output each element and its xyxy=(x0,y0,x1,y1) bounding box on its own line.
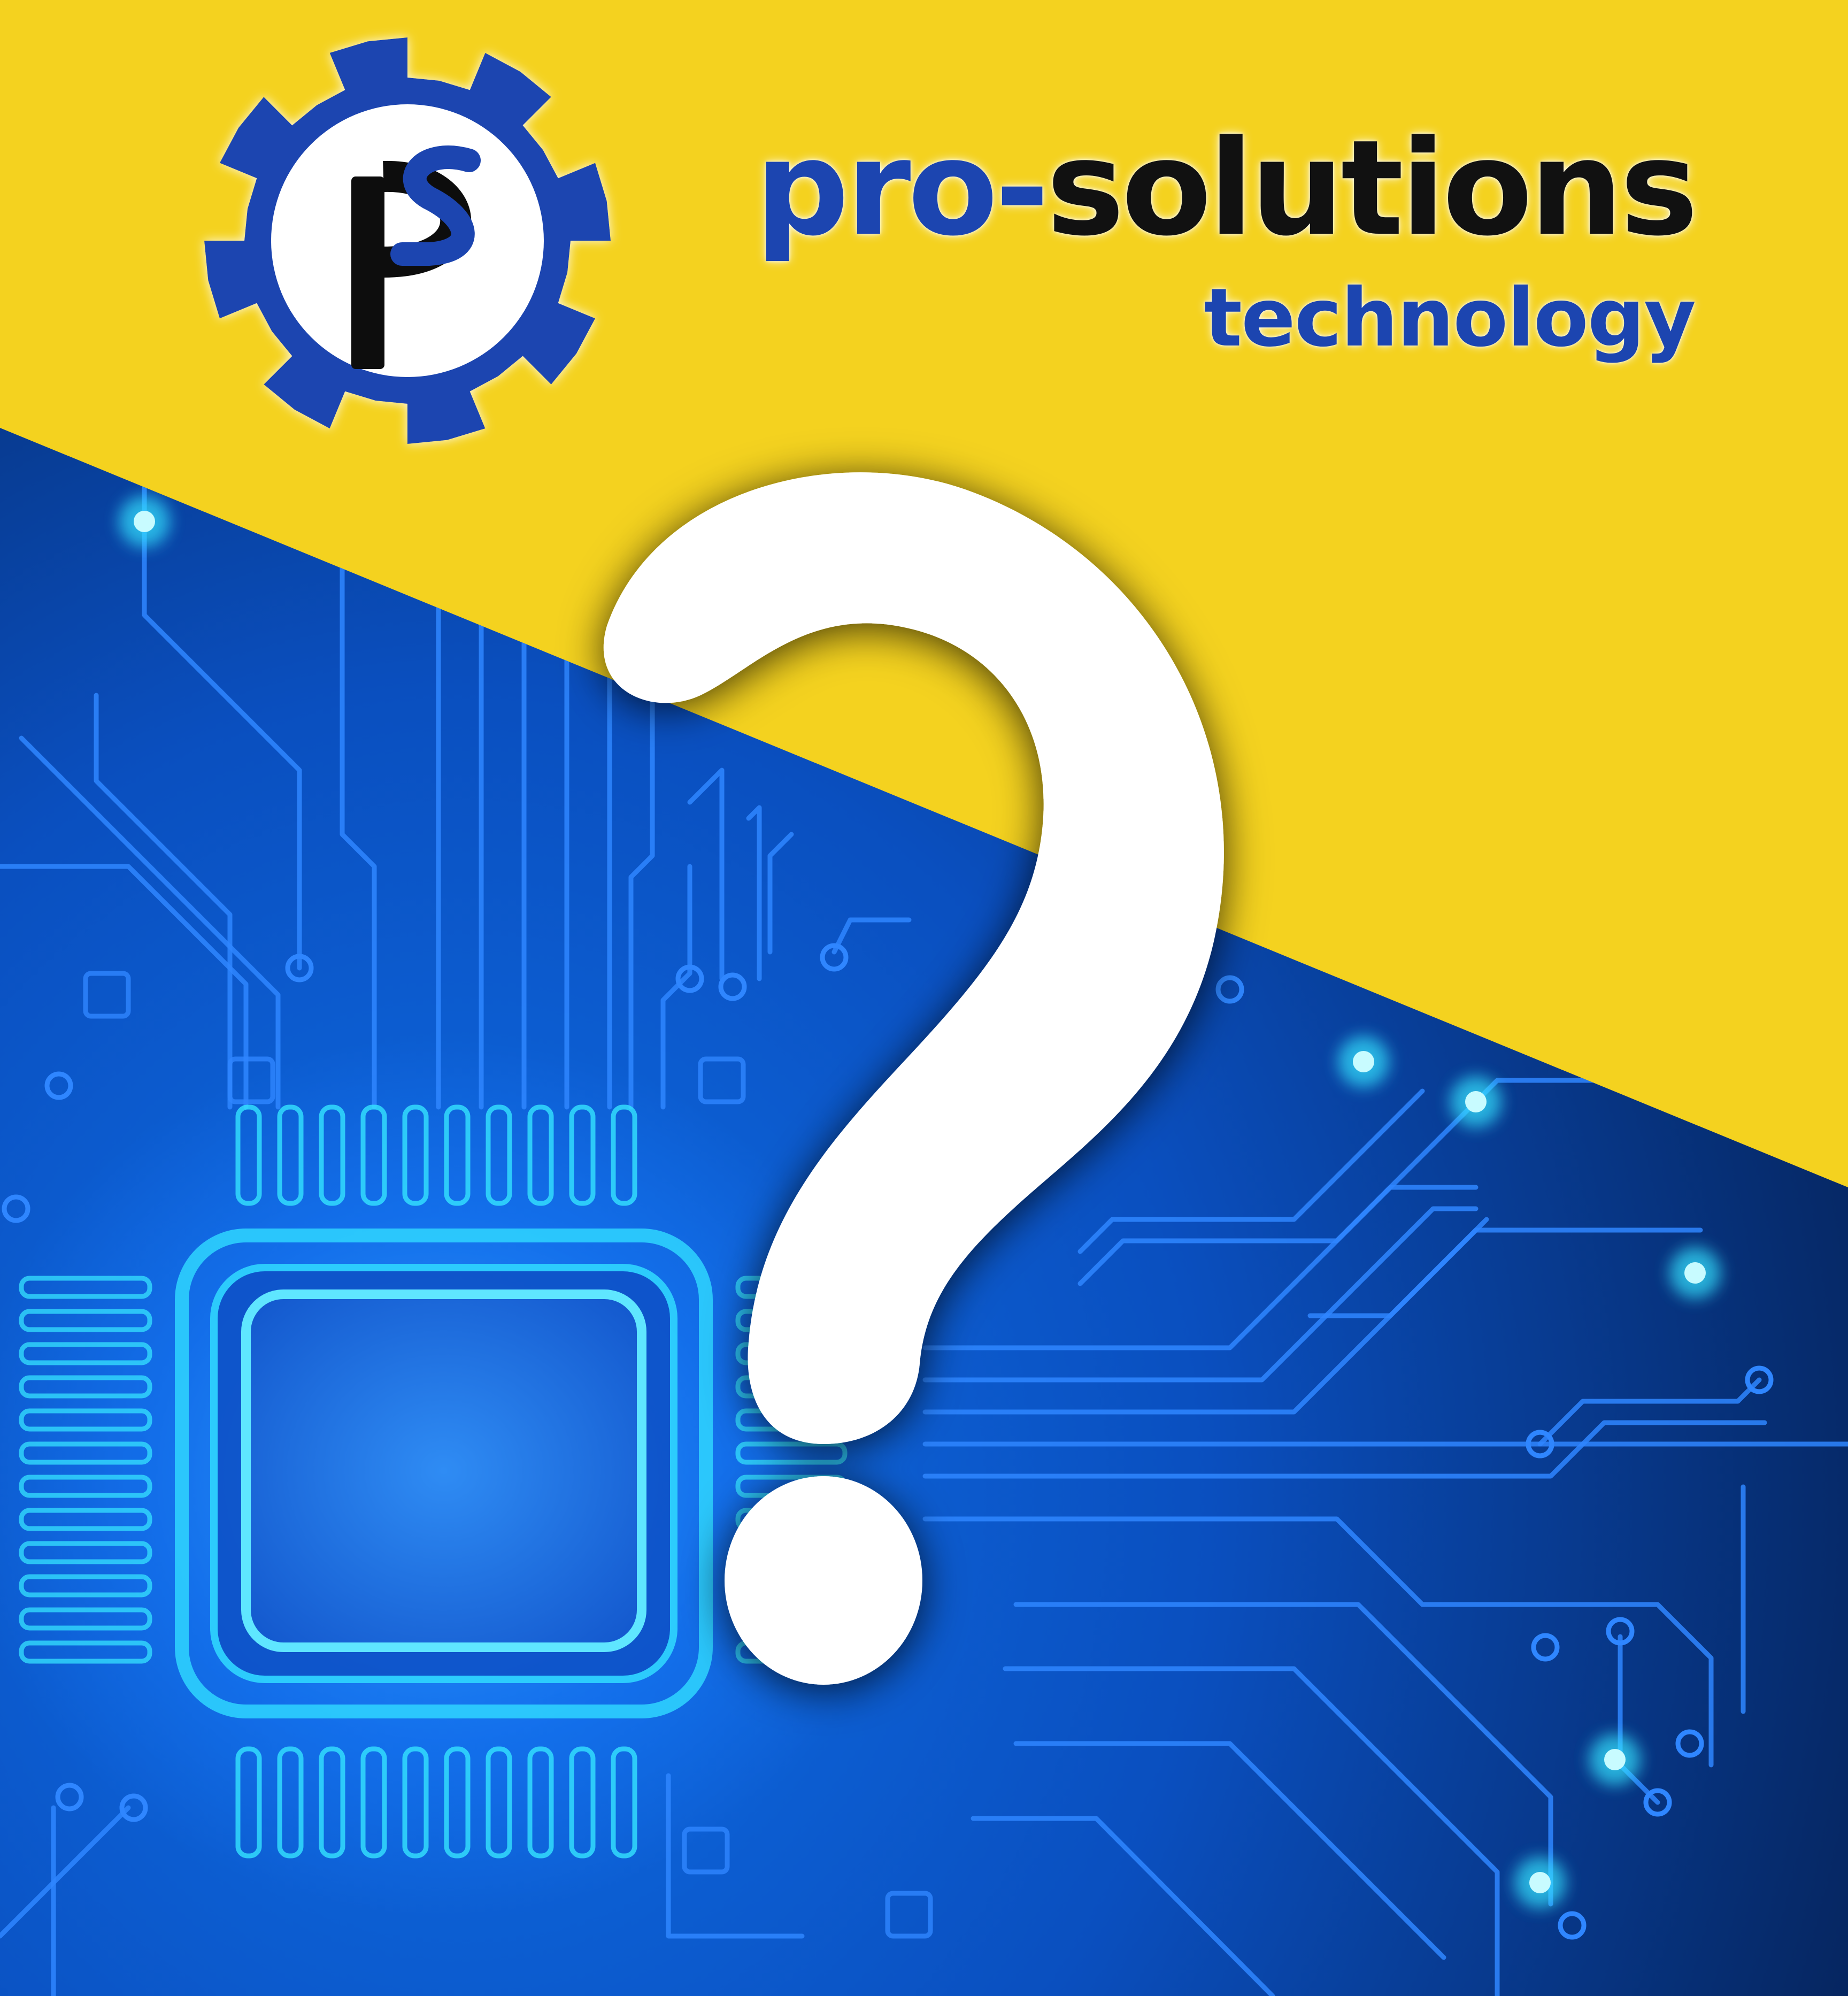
glow-dot xyxy=(1529,1872,1551,1893)
trace-pad xyxy=(1558,1911,1587,1940)
trace-square xyxy=(682,1826,730,1875)
trace-pad xyxy=(55,1783,84,1811)
chip-icon xyxy=(175,1229,713,1718)
circuit-trace xyxy=(1013,1602,1553,1907)
chip-pin xyxy=(402,1746,429,1859)
circuit-trace xyxy=(19,735,281,1110)
circuit-trace xyxy=(922,1227,1703,1415)
glow-dot xyxy=(1353,1051,1374,1072)
circuit-trace xyxy=(1077,1078,1634,1286)
circuit-trace xyxy=(94,693,233,1110)
chip-pin xyxy=(527,1746,554,1859)
glow-dot xyxy=(134,511,155,532)
chip-pin xyxy=(735,1441,848,1465)
circuit-trace xyxy=(628,682,655,1110)
glow-dot xyxy=(1604,1749,1626,1770)
trace-pad xyxy=(1643,1788,1672,1817)
chip-pin xyxy=(235,1104,262,1206)
trace-square xyxy=(698,1056,746,1104)
trace-pad xyxy=(119,1793,148,1822)
chip-pin xyxy=(19,1309,152,1332)
trace-pad xyxy=(2,1194,30,1223)
circuit-trace xyxy=(831,917,912,955)
chip-pin xyxy=(277,1746,304,1859)
brand-name-pro: pro xyxy=(755,112,998,265)
circuit-trace xyxy=(142,479,302,971)
chip-pin xyxy=(611,1746,637,1859)
trace-square xyxy=(885,1891,933,1939)
circuit-trace xyxy=(1077,1088,1425,1254)
chip-pin xyxy=(19,1541,152,1564)
gear-ps-logo-icon xyxy=(204,37,611,444)
chip-pin xyxy=(235,1746,262,1859)
circuit-trace xyxy=(1013,1741,1446,1960)
trace-pad xyxy=(1745,1365,1774,1394)
circuit-trace xyxy=(922,1185,1479,1350)
trace-pad xyxy=(820,943,849,972)
trace-pad xyxy=(44,1071,73,1100)
circuit-trace xyxy=(1307,1217,1489,1318)
trace-pad xyxy=(1526,1430,1554,1458)
brand-tagline: technology xyxy=(1204,272,1696,365)
chip-pin xyxy=(19,1342,152,1365)
circuit-trace xyxy=(922,1516,1714,1768)
trace-square xyxy=(227,1056,275,1104)
circuit-trace xyxy=(666,1773,805,1939)
chip-pin xyxy=(444,1746,471,1859)
chip-pin xyxy=(19,1508,152,1531)
chip-pin xyxy=(277,1104,304,1206)
chip-pin xyxy=(19,1475,152,1498)
chip-pin xyxy=(569,1746,596,1859)
trace-pad xyxy=(1215,975,1244,1004)
circuit-trace xyxy=(971,1816,1275,1996)
brand-name-solutions: solutions xyxy=(1046,112,1698,265)
trace-square xyxy=(83,971,131,1019)
circuit-trace xyxy=(0,1805,131,1939)
chip-pin xyxy=(611,1104,637,1206)
chip-pin xyxy=(19,1276,152,1299)
ps-letters-icon xyxy=(351,145,481,369)
circuit-trace xyxy=(1537,1377,1762,1447)
chip-pin xyxy=(19,1441,152,1465)
circuit-trace xyxy=(660,864,692,1110)
chip-pin xyxy=(319,1104,345,1206)
chip-pin xyxy=(402,1104,429,1206)
trace-pad xyxy=(1531,1633,1560,1662)
chip-pin xyxy=(486,1746,512,1859)
chip-pin xyxy=(527,1104,554,1206)
circuit-trace xyxy=(746,805,762,981)
trace-pad xyxy=(285,954,314,982)
trace-pad xyxy=(675,964,704,993)
circuit-trace xyxy=(922,1206,1479,1383)
circuit-trace xyxy=(687,767,725,981)
brand-name: pro-solutions xyxy=(755,123,1698,255)
chip-pin xyxy=(19,1375,152,1399)
question-mark-icon xyxy=(603,472,1224,1685)
trace-pad xyxy=(1675,1729,1704,1758)
chip-pin xyxy=(444,1104,471,1206)
chip-pin xyxy=(19,1640,152,1664)
chip-pin xyxy=(319,1746,345,1859)
circuit-trace xyxy=(0,864,249,1110)
circuit-trace xyxy=(922,1420,1767,1479)
chip-pin xyxy=(19,1408,152,1432)
chip-pin xyxy=(360,1104,387,1206)
chip-pin xyxy=(360,1746,387,1859)
chip-pin xyxy=(19,1607,152,1631)
chip-pin xyxy=(19,1574,152,1598)
trace-pad xyxy=(1606,1617,1635,1646)
trace-pad xyxy=(718,972,747,1001)
circuit-trace xyxy=(767,832,794,955)
brand-name-hyphen: - xyxy=(995,112,1050,265)
circuit-trace xyxy=(340,543,377,1110)
glow-dot xyxy=(1465,1091,1487,1112)
circuit-trace xyxy=(1003,1666,1500,1996)
glow-dot xyxy=(1684,1262,1706,1284)
chip-pin xyxy=(486,1104,512,1206)
chip-pin xyxy=(569,1104,596,1206)
